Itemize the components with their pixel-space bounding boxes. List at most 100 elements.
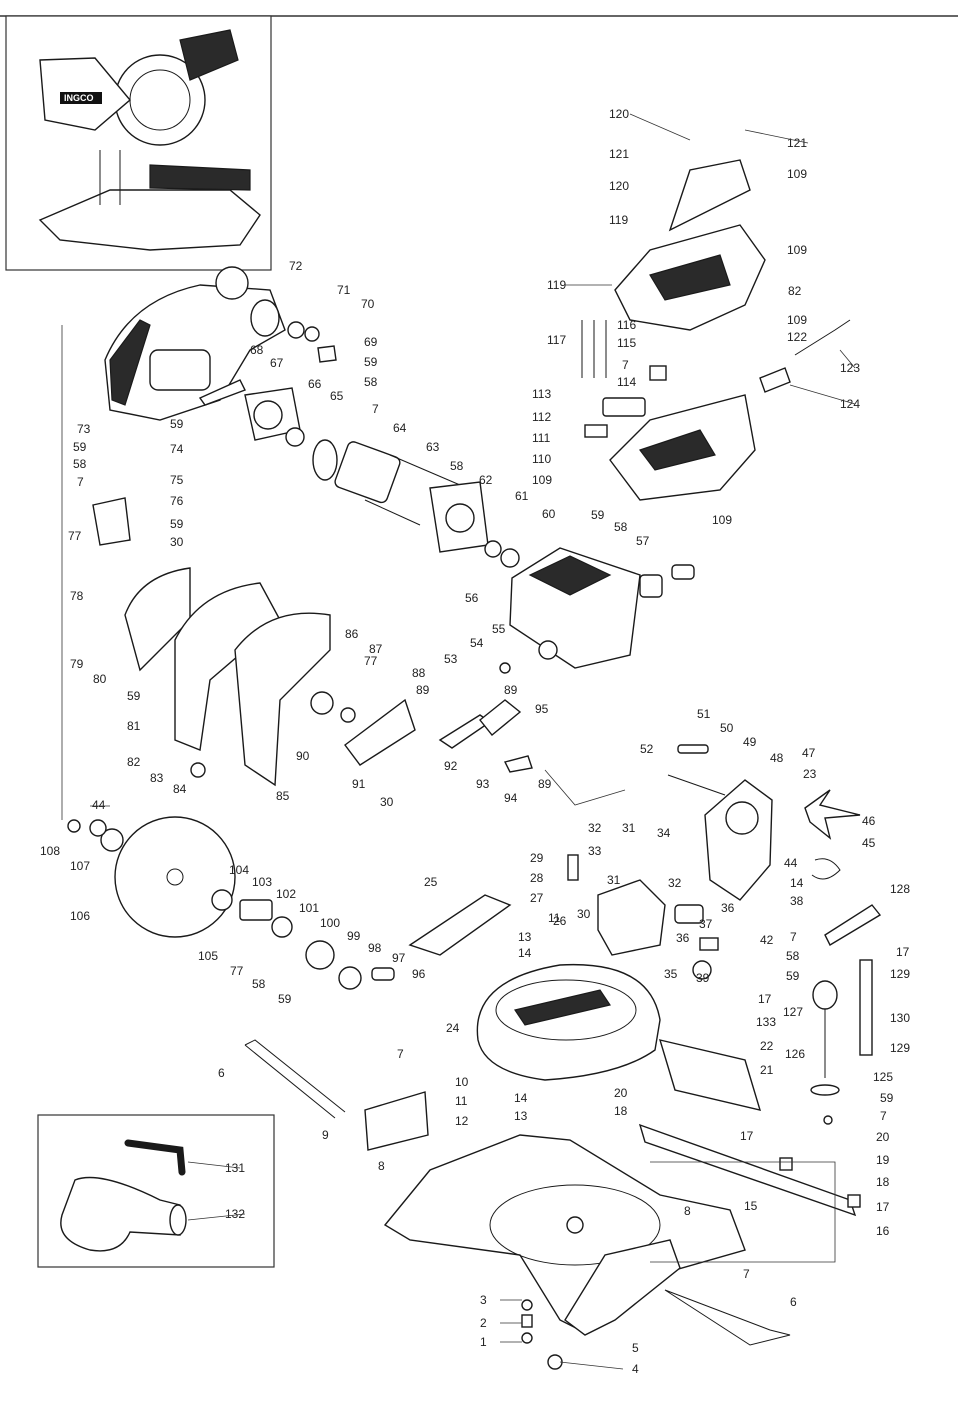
callout-80: 80 <box>93 672 107 686</box>
callout-53: 53 <box>444 652 458 666</box>
callout-56: 56 <box>465 591 479 605</box>
callout-105: 105 <box>198 949 218 963</box>
lower-guard-plate-drawing <box>124 567 191 672</box>
callout-58-d: 58 <box>73 457 87 471</box>
callout-10: 10 <box>455 1075 469 1089</box>
miter-scale-drawing <box>638 1123 857 1217</box>
callout-14-c: 14 <box>790 876 804 890</box>
callout-59-f: 59 <box>127 689 141 703</box>
callout-81: 81 <box>127 719 141 733</box>
callout-38: 38 <box>790 894 804 908</box>
hex-key-drawing <box>124 1139 186 1176</box>
accessories-inset <box>37 1114 275 1268</box>
callout-32-b: 32 <box>668 876 682 890</box>
scale-and-clamp-parts <box>638 904 882 1217</box>
callout-32-a: 32 <box>588 821 602 835</box>
callout-7-f: 7 <box>77 475 84 489</box>
callout-133: 133 <box>756 1015 776 1029</box>
callout-59-h: 59 <box>786 969 800 983</box>
bevel-arm-parts <box>567 744 861 980</box>
callout-8-a: 8 <box>378 1159 385 1173</box>
callout-99: 99 <box>347 929 361 943</box>
callout-116: 116 <box>617 318 636 332</box>
callout-109-e: 109 <box>712 513 732 527</box>
callout-17-b: 17 <box>876 1200 890 1214</box>
right-fence-drawing <box>658 1039 762 1111</box>
clamp-arm-drawing <box>824 904 882 946</box>
callout-109-b: 109 <box>787 243 807 257</box>
callout-57: 57 <box>636 534 650 548</box>
callout-74: 74 <box>170 442 184 456</box>
callout-46: 46 <box>862 814 876 828</box>
callout-42: 42 <box>760 933 774 947</box>
callout-17-c: 17 <box>758 992 772 1006</box>
lower-guard-bracket-drawing <box>92 497 131 546</box>
callout-7-d: 7 <box>790 930 797 944</box>
callout-34: 34 <box>657 826 671 840</box>
pivot-bracket-drawing <box>597 879 666 956</box>
callout-131: 131 <box>225 1161 245 1175</box>
callout-62: 62 <box>479 473 493 487</box>
callout-93: 93 <box>476 777 490 791</box>
callout-107: 107 <box>70 859 90 873</box>
callout-58-e: 58 <box>252 977 266 991</box>
inset-fence-drawing <box>149 164 251 191</box>
callout-36-a: 36 <box>676 931 690 945</box>
callout-128: 128 <box>890 882 910 896</box>
callout-122: 122 <box>787 330 807 344</box>
callout-68: 68 <box>250 343 264 357</box>
callout-102: 102 <box>276 887 296 901</box>
callout-65: 65 <box>330 389 344 403</box>
callout-77-b: 77 <box>364 654 378 668</box>
callout-50: 50 <box>720 721 734 735</box>
callout-90: 90 <box>296 749 310 763</box>
callout-18-a: 18 <box>614 1104 628 1118</box>
callout-89-c: 89 <box>538 777 552 791</box>
callout-71: 71 <box>337 283 351 297</box>
callout-60: 60 <box>542 507 556 521</box>
callout-123: 123 <box>840 361 860 375</box>
callout-4: 4 <box>632 1362 639 1376</box>
callout-69: 69 <box>364 335 378 349</box>
callout-91: 91 <box>352 777 366 791</box>
callout-82-b: 82 <box>788 284 802 298</box>
callout-14-a: 14 <box>514 1091 528 1105</box>
callout-11-b: 11 <box>548 911 561 925</box>
callout-84: 84 <box>173 782 187 796</box>
callout-103: 103 <box>252 875 272 889</box>
callout-17-d: 17 <box>896 945 910 959</box>
callout-23: 23 <box>803 767 817 781</box>
callout-9: 9 <box>322 1128 329 1142</box>
callout-124: 124 <box>840 397 860 411</box>
callout-30-c: 30 <box>380 795 394 809</box>
callout-112: 112 <box>532 410 551 424</box>
callout-15: 15 <box>744 1199 758 1213</box>
clamp-post-drawing <box>859 959 873 1056</box>
callout-61: 61 <box>515 489 529 503</box>
callout-21: 21 <box>760 1063 774 1077</box>
callout-37: 37 <box>699 917 713 931</box>
callout-98: 98 <box>368 941 382 955</box>
callout-59-e: 59 <box>170 517 184 531</box>
callout-113: 113 <box>532 387 551 401</box>
callout-24: 24 <box>446 1021 460 1035</box>
callout-16: 16 <box>876 1224 890 1238</box>
handle-grip-drawing <box>668 159 751 232</box>
callout-48: 48 <box>770 751 784 765</box>
extension-rod-drawing <box>244 1039 346 1113</box>
callout-130: 130 <box>890 1011 910 1025</box>
inset-brand-plate <box>60 92 102 104</box>
inset-base-drawing <box>38 189 261 251</box>
callout-1: 1 <box>480 1335 487 1349</box>
callout-33: 33 <box>588 844 602 858</box>
callout-96: 96 <box>412 967 426 981</box>
callout-119-b: 119 <box>609 213 628 227</box>
callout-leaders <box>90 113 856 1370</box>
callout-97: 97 <box>392 951 406 965</box>
callout-63: 63 <box>426 440 440 454</box>
callout-120-b: 120 <box>609 179 629 193</box>
callout-58-f: 58 <box>786 949 800 963</box>
callout-132: 132 <box>225 1207 245 1221</box>
callout-76: 76 <box>170 494 184 508</box>
